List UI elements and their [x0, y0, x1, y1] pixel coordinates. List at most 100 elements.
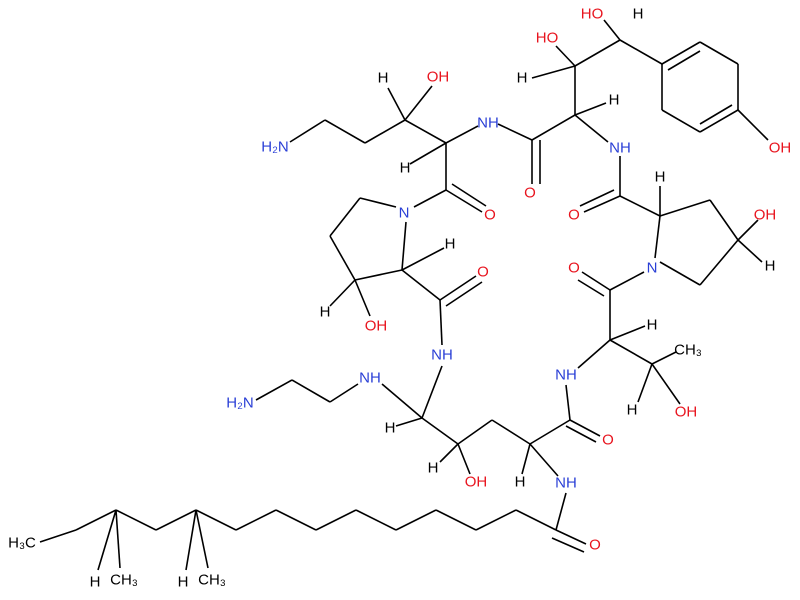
- atom-label: N: [399, 205, 410, 222]
- atom-label: H₂N: [261, 139, 289, 156]
- atom-label: H: [428, 460, 439, 477]
- bond: [737, 239, 763, 263]
- bond: [609, 339, 653, 365]
- bond: [699, 239, 739, 286]
- bond: [581, 271, 611, 291]
- atom-label: H: [378, 70, 389, 87]
- bond: [409, 142, 447, 165]
- bond: [619, 39, 663, 65]
- atom-label: H₂N: [226, 395, 254, 412]
- atom-label: N: [647, 260, 658, 277]
- bond: [235, 509, 277, 531]
- bond: [413, 189, 447, 208]
- atom-label: H: [178, 574, 189, 591]
- atom-label: CH₃: [110, 572, 138, 589]
- atom-label: NH: [555, 367, 577, 384]
- bond: [555, 45, 576, 67]
- bond: [324, 119, 366, 144]
- atom-label: HO: [536, 30, 559, 47]
- atom-label: CH₃: [198, 572, 226, 589]
- atom-label: OH: [754, 207, 777, 224]
- atom-label: H: [445, 236, 456, 253]
- bond: [661, 41, 701, 65]
- bond: [329, 197, 361, 237]
- bond: [531, 65, 576, 79]
- atom-label: OH: [465, 474, 488, 491]
- atom-label: H: [320, 304, 331, 321]
- bond: [97, 509, 117, 571]
- atom-labels: HO H HO H H H OH NH NH OH H₂N H N O O O …: [8, 6, 791, 591]
- bond: [354, 269, 403, 281]
- atom-label: O: [477, 264, 489, 281]
- bond: [659, 199, 711, 217]
- atom-label: O: [568, 260, 580, 277]
- atom-label: H: [627, 402, 638, 419]
- atom-label: O: [524, 185, 536, 202]
- bond: [364, 119, 406, 144]
- bond: [737, 109, 769, 141]
- bond: [445, 281, 483, 307]
- bond: [529, 443, 559, 477]
- bond: [654, 215, 661, 259]
- bond: [439, 443, 459, 463]
- bond: [661, 109, 701, 133]
- bond: [555, 529, 587, 545]
- atom-label: O: [602, 432, 614, 449]
- bond: [574, 114, 609, 143]
- bond: [329, 235, 356, 281]
- bond: [667, 50, 701, 71]
- bond: [491, 419, 531, 445]
- bond: [395, 509, 437, 531]
- bond: [445, 189, 483, 213]
- bond: [583, 195, 621, 213]
- bond: [195, 509, 209, 569]
- atom-label: NH: [609, 140, 631, 157]
- bond: [709, 199, 739, 241]
- bond: [565, 425, 597, 443]
- atom-label: OH: [427, 69, 450, 86]
- bond: [531, 114, 576, 141]
- bond: [574, 102, 607, 116]
- atom-label: NH: [477, 115, 499, 132]
- atom-label: OH: [365, 318, 388, 335]
- bond: [381, 383, 423, 419]
- bond: [457, 419, 493, 445]
- bond: [451, 183, 487, 207]
- bond: [609, 271, 645, 291]
- atom-label: H: [515, 474, 526, 491]
- atom-label: NH: [555, 475, 577, 492]
- atom-label: NH: [359, 370, 381, 387]
- bond: [439, 275, 477, 301]
- bond: [435, 509, 477, 531]
- atom-label: H: [517, 70, 528, 87]
- bond: [569, 419, 601, 437]
- bond: [315, 509, 357, 531]
- bond: [395, 417, 423, 427]
- bond: [401, 221, 407, 271]
- bond: [195, 509, 237, 531]
- bond: [515, 509, 557, 531]
- bond: [577, 339, 611, 369]
- bond: [577, 279, 605, 297]
- bond: [579, 189, 615, 207]
- bond: [401, 269, 441, 301]
- bond: [603, 19, 621, 41]
- bond: [521, 443, 531, 475]
- bond: [401, 247, 445, 271]
- bond: [551, 537, 585, 553]
- bond: [529, 419, 571, 445]
- bond: [75, 509, 117, 531]
- atom-label: NH: [431, 347, 453, 364]
- bond: [291, 379, 331, 403]
- atom-label: OH: [769, 140, 792, 157]
- bond: [475, 509, 517, 531]
- bond: [275, 509, 317, 531]
- bond: [354, 279, 371, 317]
- bonds: [39, 19, 769, 571]
- bond: [619, 195, 661, 217]
- bond: [355, 509, 397, 531]
- bond: [699, 41, 739, 65]
- atom-label: H₃C: [8, 535, 36, 552]
- bond: [457, 443, 471, 475]
- bond: [421, 417, 459, 445]
